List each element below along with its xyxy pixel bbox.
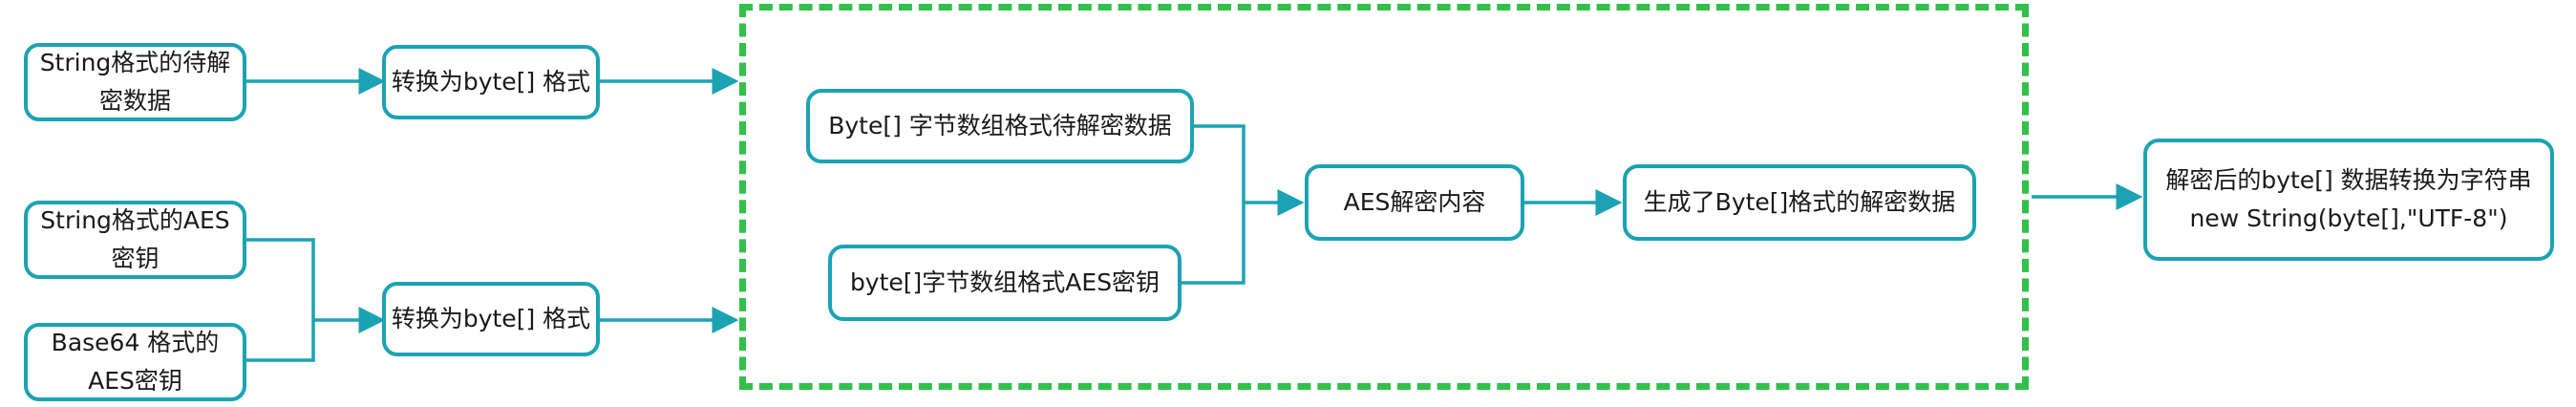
node-byte-key: byte[]字节数组格式AES密钥 [828,245,1182,321]
node-base64-key-line1: Base64 格式的 [51,329,220,356]
line-string-key-to-merge [246,238,315,320]
node-base64-key: Base64 格式的 AES密钥 [24,323,246,401]
node-string-input-line2: 密数据 [98,87,171,115]
node-string-key-line1: String格式的AES [40,206,230,234]
node-aes-decrypt: AES解密内容 [1305,164,1524,241]
node-final-output-line2: new String(byte[],"UTF-8") [2189,204,2508,232]
node-byte-result: 生成了Byte[]格式的解密数据 [1623,164,1976,241]
node-byte-data-label: Byte[] 字节数组格式待解密数据 [828,112,1172,139]
node-convert-key: 转换为byte[] 格式 [382,282,600,356]
line-base64-key-to-merge [246,320,315,362]
node-string-input: String格式的待解 密数据 [24,43,246,121]
node-final-output-line1: 解密后的byte[] 数据转换为字符串 [2165,166,2532,194]
node-string-key-line2: 密钥 [111,245,160,272]
node-string-key: String格式的AES 密钥 [24,201,246,279]
decryption-group-dashed-frame [739,4,2029,390]
node-base64-key-line2: AES密钥 [88,367,182,395]
node-byte-result-label: 生成了Byte[]格式的解密数据 [1643,188,1956,216]
node-aes-decrypt-label: AES解密内容 [1343,188,1486,216]
node-convert-data-label: 转换为byte[] 格式 [391,68,591,96]
line-byte-key-to-join [1182,203,1245,285]
node-string-input-line1: String格式的待解 [39,49,231,76]
node-byte-key-label: byte[]字节数组格式AES密钥 [849,268,1160,296]
node-convert-key-label: 转换为byte[] 格式 [391,305,591,332]
node-convert-data: 转换为byte[] 格式 [382,45,600,119]
node-final-output: 解密后的byte[] 数据转换为字符串 new String(byte[],"U… [2143,139,2554,261]
line-byte-data-to-join [1194,124,1245,203]
node-byte-data: Byte[] 字节数组格式待解密数据 [806,89,1194,163]
